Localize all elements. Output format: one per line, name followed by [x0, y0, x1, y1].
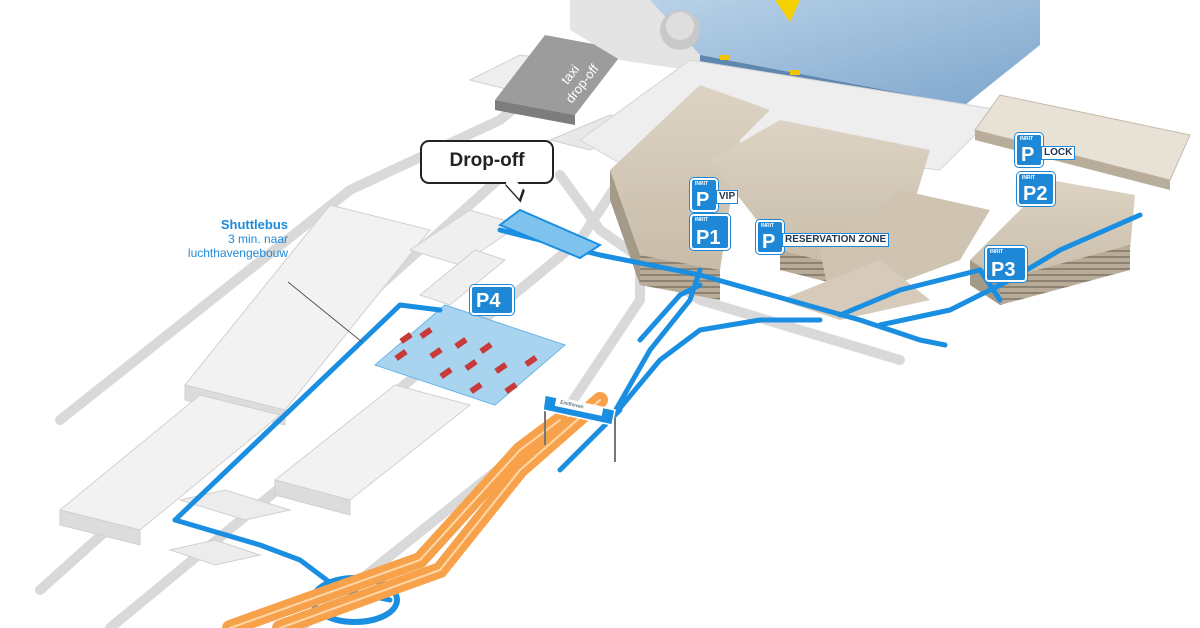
entrance-label: INRIT [695, 181, 709, 187]
dropoff-callout: Drop-off [420, 140, 554, 184]
parking-tag-p-lock: INRIT P [1015, 133, 1043, 167]
parking-garages [610, 85, 1191, 320]
parking-tag-p2: INRIT P2 [1017, 172, 1055, 206]
parking-p2-label: P2 [1023, 183, 1048, 205]
ground-buildings [58, 54, 652, 566]
entrance-label: INRIT [761, 223, 775, 229]
p4-parking-lot [374, 304, 566, 406]
shuttlebus-line2: 3 min. naar [227, 232, 288, 246]
road-sign-gantry [542, 394, 616, 462]
parking-tag-p4: P4 [470, 285, 514, 315]
shuttlebus-title: Shuttlebus [220, 217, 288, 232]
parking-tag-p3: INRIT P3 [985, 246, 1027, 282]
dropoff-callout-text: Drop-off [449, 150, 525, 171]
entrance-label: INRIT [990, 249, 1004, 255]
parking-sub-lock: LOCK [1041, 146, 1076, 160]
parking-p3-label: P3 [991, 259, 1016, 281]
entrance-label: INRIT [695, 217, 709, 223]
shuttlebus-line3: luchthavengebouw [187, 246, 288, 260]
parking-sub-reservation: RESERVATION ZONE [782, 233, 890, 247]
shuttlebus-label: Shuttlebus 3 min. naar luchthavengebouw [187, 217, 288, 261]
taxi-dropoff-area [495, 35, 625, 125]
parking-p4-label: P4 [476, 290, 501, 312]
highway [222, 392, 608, 628]
entrance-label: INRIT [1020, 136, 1034, 142]
shuttle-pointer-line [287, 281, 363, 343]
parking-p-letter: P [696, 189, 710, 211]
dropoff-lane [497, 208, 603, 260]
parking-sub-vip: VIP [716, 190, 739, 204]
parking-p1-label: P1 [696, 227, 721, 249]
entrance-label: INRIT [1022, 175, 1036, 181]
parking-p-letter: P [762, 231, 776, 253]
parking-tag-p-vip: INRIT P [690, 178, 718, 212]
parking-tag-p-reservation: INRIT P [756, 220, 784, 254]
parking-tag-p1: INRIT P1 [690, 214, 730, 250]
parking-p-letter: P [1021, 144, 1035, 166]
